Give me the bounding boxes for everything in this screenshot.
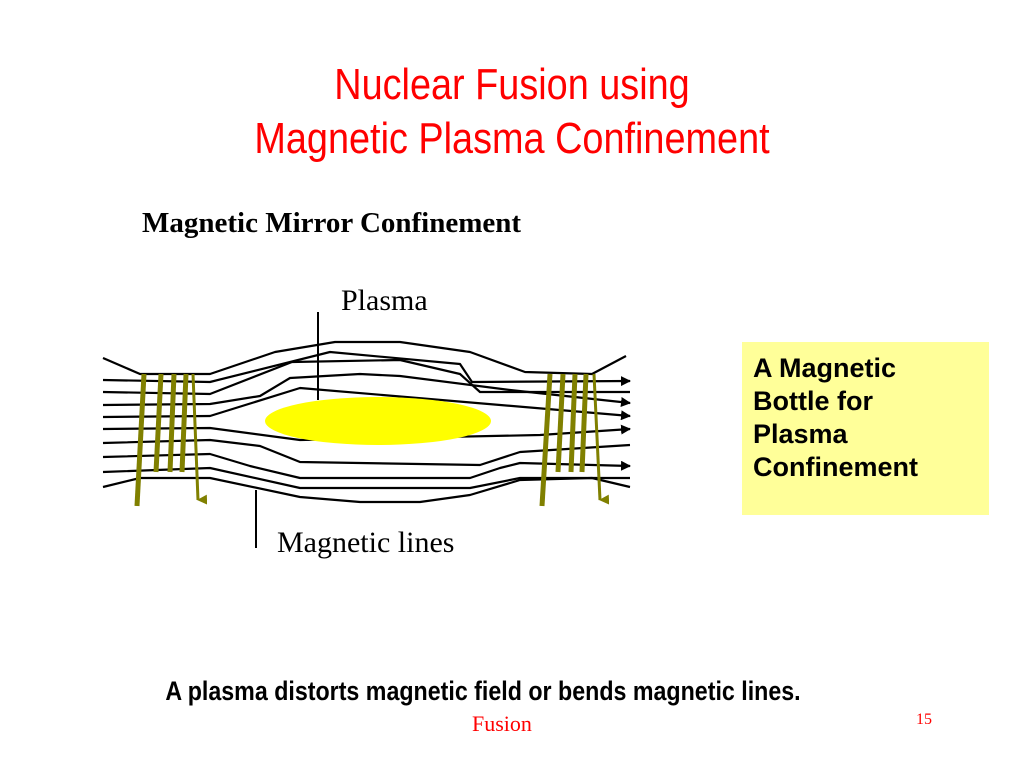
field-line-9 — [102, 466, 630, 490]
magnetic-lines-label: Magnetic lines — [277, 526, 455, 559]
field-line-1 — [102, 340, 627, 376]
plasma-blob — [265, 397, 491, 445]
slide-caption: A plasma distorts magnetic field or bend… — [165, 676, 801, 706]
footer-text: Fusion — [472, 711, 532, 736]
magnetic-bottle-callout: A Magnetic Bottle for Plasma Confinement — [742, 342, 989, 515]
field-line-3 — [102, 358, 630, 396]
field-line-10 — [102, 476, 631, 504]
field-line-6 — [102, 424, 631, 442]
callout-line-3: Plasma — [753, 419, 848, 449]
left-coil — [134, 373, 208, 507]
plasma-label: Plasma — [341, 284, 428, 317]
callout-line-2: Bottle for — [753, 386, 873, 416]
diagram-subtitle: Magnetic Mirror Confinement — [142, 207, 522, 239]
page-number: 15 — [916, 711, 932, 728]
title-line-1: Nuclear Fusion using — [334, 60, 690, 109]
slide-title: Nuclear Fusion using Magnetic Plasma Con… — [72, 58, 953, 166]
callout-line-4: Confinement — [753, 452, 918, 482]
callout-line-1: A Magnetic — [753, 353, 897, 383]
title-line-2: Magnetic Plasma Confinement — [254, 114, 770, 163]
right-coil — [539, 373, 610, 507]
field-line-7 — [102, 438, 631, 467]
field-line-4 — [102, 372, 631, 408]
field-line-8 — [102, 452, 631, 480]
